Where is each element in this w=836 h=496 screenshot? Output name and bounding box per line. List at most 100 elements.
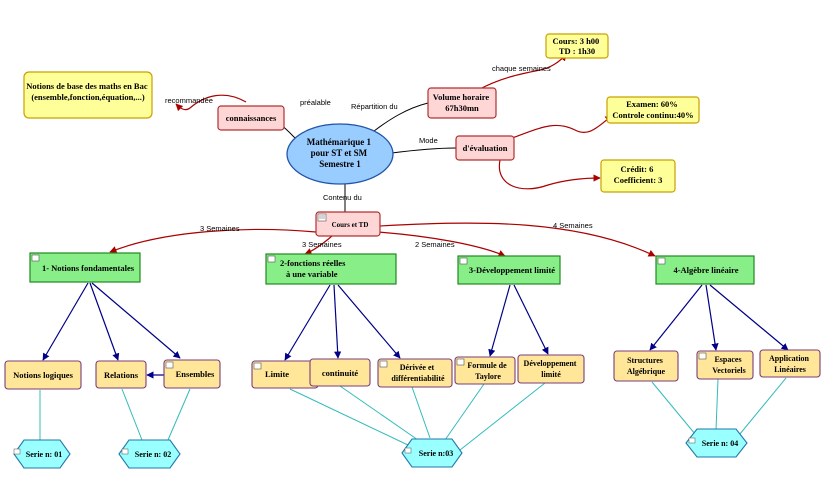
chapter-1-label: 1- Notions fondamentales: [42, 263, 135, 273]
svg-text:Serie n:03: Serie n:03: [419, 449, 453, 458]
exam-node[interactable]: Examen: 60% Controle continu:40%: [606, 96, 700, 124]
topic-espaces-line2: Vectoriels: [712, 366, 745, 375]
svg-text:connaissances: connaissances: [226, 113, 277, 123]
topic-ensembles-label: Ensembles: [176, 369, 215, 379]
topic-dev-limite[interactable]: Développement limité: [517, 354, 585, 384]
topic-espaces[interactable]: Espaces Vectoriels: [696, 350, 754, 380]
connaissances-label: connaissances: [226, 113, 277, 123]
svg-text:d'évaluation: d'évaluation: [463, 143, 508, 153]
note-icon: [253, 362, 262, 370]
edge-chap2-limite: [284, 284, 331, 361]
chapter-2-node[interactable]: 2-fonctions réelles à une variable: [265, 253, 397, 285]
volume-line2: 67h30mn: [445, 103, 479, 113]
topic-structures-line2: Algébrique: [627, 367, 666, 376]
topic-dev-limite-line2: limité: [541, 370, 561, 379]
topic-relations-label: Relations: [104, 370, 139, 380]
evaluation-node[interactable]: d'évaluation: [455, 135, 515, 161]
edge-dev-serie3: [459, 382, 546, 451]
chapter-3-node[interactable]: 3-Développement limité: [457, 255, 561, 285]
edge-derivee-serie3: [411, 386, 431, 439]
evaluation-label: d'évaluation: [463, 143, 508, 153]
label-repartition: Répartition du: [351, 102, 398, 111]
topic-continuite-label: continuité: [322, 368, 359, 378]
label-weeks-chap2: 3 Semaines: [302, 240, 342, 249]
edge-applications-serie4: [734, 377, 787, 441]
exam-line1: Examen: 60%: [626, 99, 678, 109]
svg-text:3-Développement limité: 3-Développement limité: [469, 265, 555, 275]
serie-02-node[interactable]: Serie n: 02: [118, 439, 181, 469]
edge-limite-serie3: [289, 388, 411, 447]
edge-cours-chap1: [109, 228, 317, 253]
svg-text:Relations: Relations: [104, 370, 139, 380]
topic-continuite[interactable]: continuité: [309, 358, 371, 387]
edge-relations-serie2: [121, 388, 143, 441]
credit-line1: Crédit: 6: [621, 164, 654, 174]
topic-taylor[interactable]: Formule de Taylore: [454, 356, 516, 385]
svg-text:Mathémarique 1 pour ST: Mathémarique 1 pour ST et SM Semestre 1: [307, 137, 374, 169]
edge-labels: recommandée préalable Répartition du cha…: [165, 64, 593, 249]
edge-connaissances-prereq: [175, 94, 247, 112]
credit-node[interactable]: Crédit: 6 Coefficient: 3: [600, 159, 676, 193]
edge-cours-chap2: [304, 235, 333, 255]
topic-applications-line1: Application: [769, 354, 810, 363]
volume-line1: Volume horaire: [433, 92, 490, 102]
svg-text:Espaces Vectoriels: Espaces Vectoriels: [712, 355, 745, 375]
topic-derivee[interactable]: Dérivée et différentiabilité: [377, 358, 453, 388]
prereq-line2: (ensemble,fonction,équation,...): [31, 92, 145, 102]
svg-text:Notions de base des maths en B: Notions de base des maths en Bac (ensemb…: [26, 81, 150, 102]
label-chaque-semaines: chaque semaines: [492, 64, 551, 73]
topic-ensembles[interactable]: Ensembles: [163, 359, 221, 389]
credit-line2: Coefficient: 3: [614, 175, 663, 185]
svg-text:2-fonctions réelles à: 2-fonctions réelles à une variable: [280, 258, 348, 279]
cours-td-label: Cours et TD: [332, 221, 369, 229]
note-icon: [456, 358, 465, 366]
edge-volume-hours: [477, 53, 567, 91]
topic-limite[interactable]: Limite: [251, 360, 319, 389]
topic-applications[interactable]: Application Linéaires: [759, 349, 821, 378]
serie-01-label: Serie n: 01: [26, 450, 62, 459]
serie-01-node[interactable]: Serie n: 01: [13, 439, 71, 469]
label-weeks-chap4: 4 Semaines: [553, 221, 593, 230]
svg-text:Serie n: 04: Serie n: 04: [702, 439, 738, 448]
svg-text:Ensembles: Ensembles: [176, 369, 215, 379]
note-icon: [31, 254, 40, 262]
svg-text:1- Notions fondamentales: 1- Notions fondamentales: [42, 263, 135, 273]
center-node[interactable]: Mathémarique 1 pour ST et SM Semestre 1: [286, 123, 394, 185]
topic-notions-logiques[interactable]: Notions logiques: [4, 360, 82, 390]
edge-espaces-serie4: [715, 378, 719, 431]
serie-04-node[interactable]: Serie n: 04: [685, 428, 748, 458]
chapter-4-node[interactable]: 4-Algèbre linéaire: [655, 255, 755, 285]
edge-structures-serie4: [651, 381, 701, 441]
center-line3: Semestre 1: [319, 159, 361, 169]
serie-03-node[interactable]: Serie n:03: [401, 438, 463, 468]
serie-04-label: Serie n: 04: [702, 439, 738, 448]
edge-chap1-ensembles: [91, 282, 181, 359]
hours-line2: TD : 1h30: [559, 46, 595, 56]
svg-text:Dérivée et différentia: Dérivée et différentiabilité: [391, 363, 445, 383]
topic-derivee-line1: Dérivée et: [400, 363, 435, 372]
topic-structures[interactable]: Structures Algébrique: [613, 350, 679, 382]
chapter-2-line1: 2-fonctions réelles: [280, 258, 346, 268]
topic-relations[interactable]: Relations: [95, 360, 147, 389]
note-icon: [317, 213, 327, 222]
edge-taylor-serie3: [444, 383, 485, 441]
connaissances-node[interactable]: connaissances: [217, 105, 285, 131]
hours-node[interactable]: Cours: 3 h00 TD : 1h30: [545, 33, 609, 59]
chapter-4-label: 4-Algèbre linéaire: [673, 265, 738, 275]
topic-derivee-line2: différentiabilité: [391, 374, 445, 383]
chapter-1-node[interactable]: 1- Notions fondamentales: [29, 252, 141, 283]
prereq-node[interactable]: Notions de base des maths en Bac (ensemb…: [23, 71, 153, 119]
label-prealable: préalable: [300, 98, 331, 107]
svg-text:Application Linéaires: Application Linéaires: [769, 354, 811, 374]
edge-cours-chap4: [379, 222, 656, 257]
cours-td-node[interactable]: Cours et TD: [315, 211, 381, 237]
edges: [39, 53, 789, 451]
topic-limite-label: Limite: [265, 369, 289, 379]
hours-line1: Cours: 3 h00: [553, 36, 600, 46]
volume-node[interactable]: Volume horaire 67h30mn: [427, 87, 497, 119]
note-icon: [13, 448, 21, 455]
edge-ensembles-serie2: [167, 388, 191, 441]
note-icon: [404, 447, 412, 454]
edge-eval-credit: [498, 159, 601, 190]
center-line2: pour ST et SM: [311, 148, 368, 158]
